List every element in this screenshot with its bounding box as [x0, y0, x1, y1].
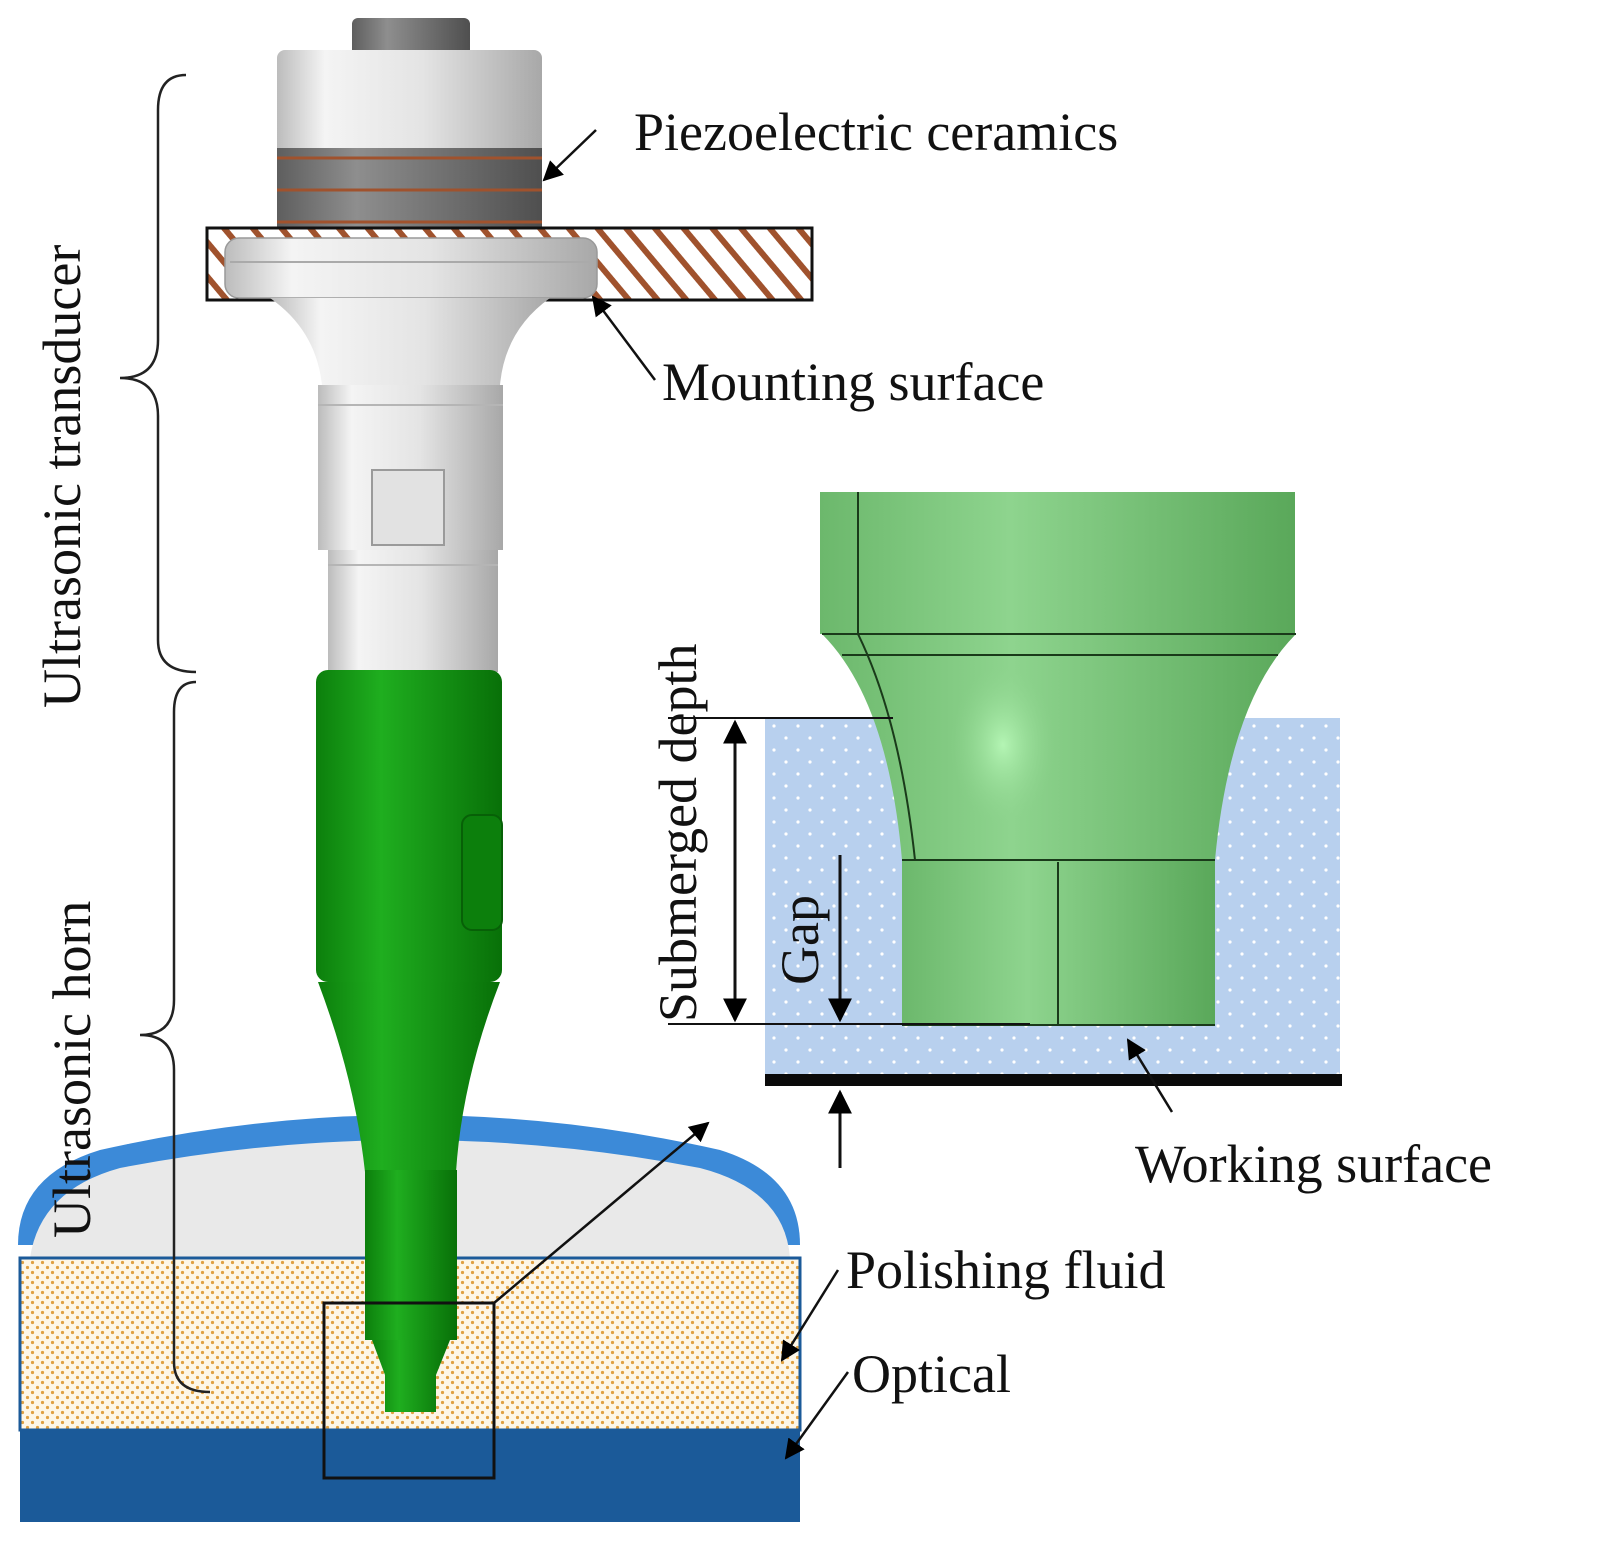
label-mounting-surface: Mounting surface [662, 352, 1044, 412]
transducer-tab [371, 469, 445, 546]
zoom-connector-arrow [493, 1121, 710, 1304]
optical-leader-arrow [784, 1371, 850, 1460]
ultrasonic-transducer-body [277, 18, 542, 232]
transducer-brace-icon [119, 73, 197, 674]
horn-upper [316, 670, 502, 982]
ultrasonic-transducer-lower [224, 237, 598, 672]
horn-brace-icon [139, 680, 211, 1394]
ultrasonic-horn-body [316, 670, 503, 1412]
horn-taper [318, 982, 500, 1172]
horn-end [372, 1340, 450, 1412]
mounting-flange [224, 237, 598, 299]
detail-view [765, 492, 1342, 1086]
submerged-depth-dimension [668, 717, 1030, 1025]
detail-shine [951, 665, 1055, 825]
mounting-leader-arrow [591, 295, 657, 381]
label-submerged-depth: Submerged depth [648, 644, 708, 1022]
zoom-box [322, 1301, 496, 1480]
piezo-leader-arrow [542, 129, 597, 182]
label-polishing-fluid: Polishing fluid [846, 1240, 1166, 1300]
top-cap [352, 18, 470, 58]
label-working-surface: Working surface [1135, 1134, 1492, 1194]
fluid-leader-arrow [780, 1269, 840, 1362]
working-plate [765, 1074, 1342, 1086]
label-gap: Gap [770, 895, 830, 985]
transducer-head [277, 50, 542, 160]
optical-layer [20, 1430, 800, 1522]
transducer-lower-shaft [328, 550, 498, 672]
horn-flat [461, 814, 503, 931]
label-optical: Optical [852, 1344, 1011, 1404]
label-ultrasonic-transducer: Ultrasonic transducer [32, 245, 92, 708]
detail-top [820, 492, 1295, 634]
label-piezoelectric-ceramics: Piezoelectric ceramics [634, 102, 1118, 162]
working-leader-arrow [1126, 1038, 1174, 1113]
horn-tip [365, 1170, 457, 1340]
detail-neck [822, 634, 1296, 860]
label-ultrasonic-horn: Ultrasonic horn [42, 901, 102, 1238]
transducer-neck [270, 298, 550, 385]
